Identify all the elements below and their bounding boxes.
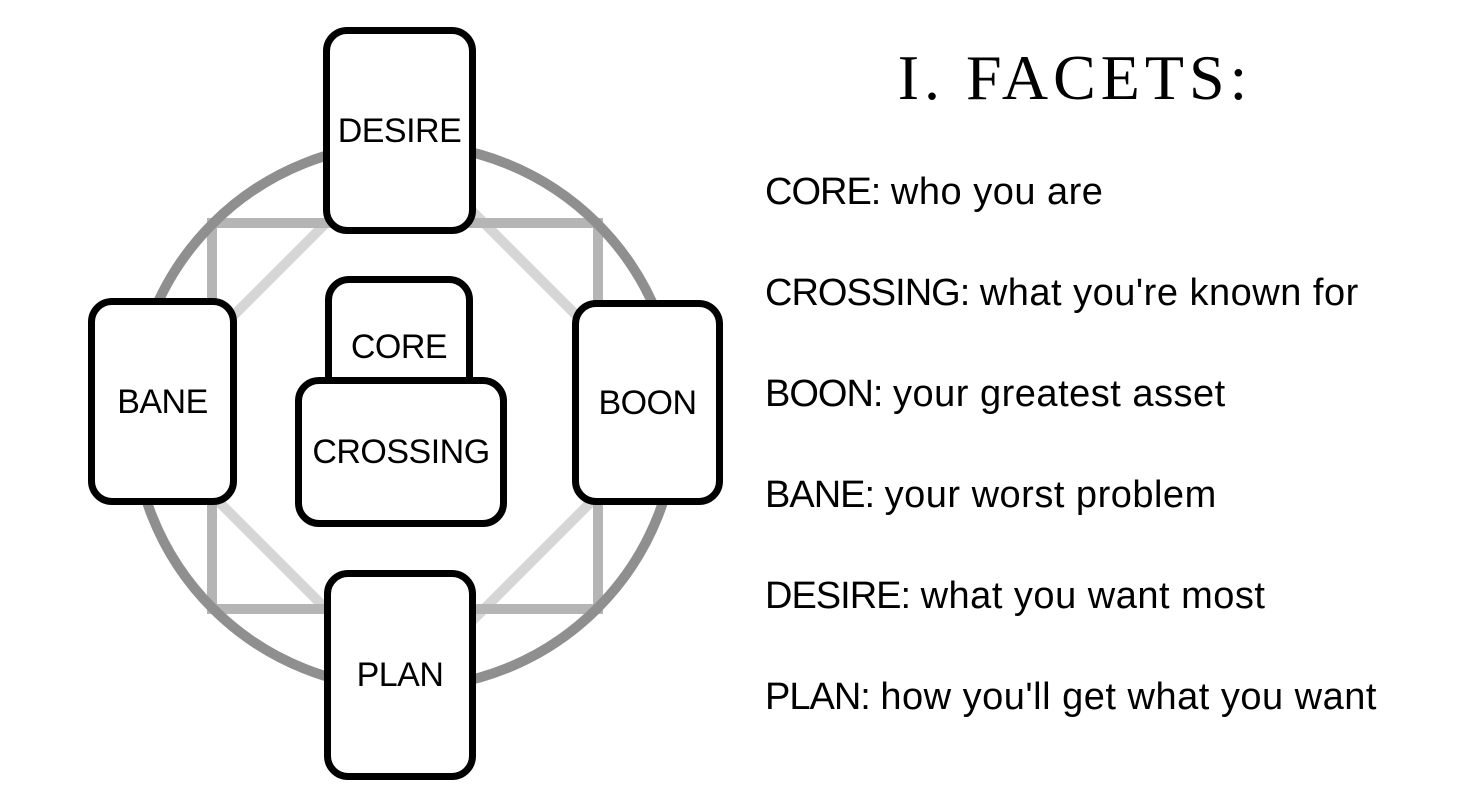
card-core-label: CORE bbox=[350, 328, 448, 366]
facet-description: how you'll get what you want bbox=[880, 676, 1377, 718]
facet-label: CROSSING: bbox=[765, 272, 970, 314]
facet-item-crossing: CROSSING: what you're known for bbox=[765, 271, 1425, 315]
facet-label: DESIRE: bbox=[765, 575, 911, 617]
facet-label: CORE: bbox=[765, 171, 881, 213]
facet-item-desire: DESIRE: what you want most bbox=[765, 574, 1425, 618]
facet-item-core: CORE: who you are bbox=[765, 170, 1425, 214]
facet-description: what you want most bbox=[920, 575, 1266, 617]
facet-item-plan: PLAN: how you'll get what you want bbox=[765, 675, 1425, 719]
card-bane: BANE bbox=[88, 298, 237, 505]
facet-item-bane: BANE: your worst problem bbox=[765, 473, 1425, 517]
facet-label: BANE: bbox=[765, 474, 875, 516]
facet-description: your greatest asset bbox=[893, 373, 1226, 415]
card-desire: DESIRE bbox=[323, 27, 476, 234]
card-boon-label: BOON bbox=[598, 383, 697, 422]
card-boon: BOON bbox=[572, 300, 723, 505]
facet-list: CORE: who you are CROSSING: what you're … bbox=[765, 170, 1425, 776]
card-crossing: CROSSING bbox=[295, 377, 507, 527]
facet-label: BOON: bbox=[765, 373, 883, 415]
facet-label: PLAN: bbox=[765, 676, 871, 718]
facet-description: your worst problem bbox=[884, 474, 1217, 516]
facet-description: who you are bbox=[890, 171, 1104, 213]
page-title: I. FACETS: bbox=[897, 42, 1253, 113]
card-desire-label: DESIRE bbox=[337, 111, 462, 150]
facet-item-boon: BOON: your greatest asset bbox=[765, 372, 1425, 416]
card-bane-label: BANE bbox=[117, 382, 208, 421]
card-plan: PLAN bbox=[324, 570, 476, 780]
card-plan-label: PLAN bbox=[356, 656, 444, 694]
facet-description: what you're known for bbox=[979, 272, 1359, 314]
card-crossing-label: CROSSING bbox=[312, 433, 490, 471]
